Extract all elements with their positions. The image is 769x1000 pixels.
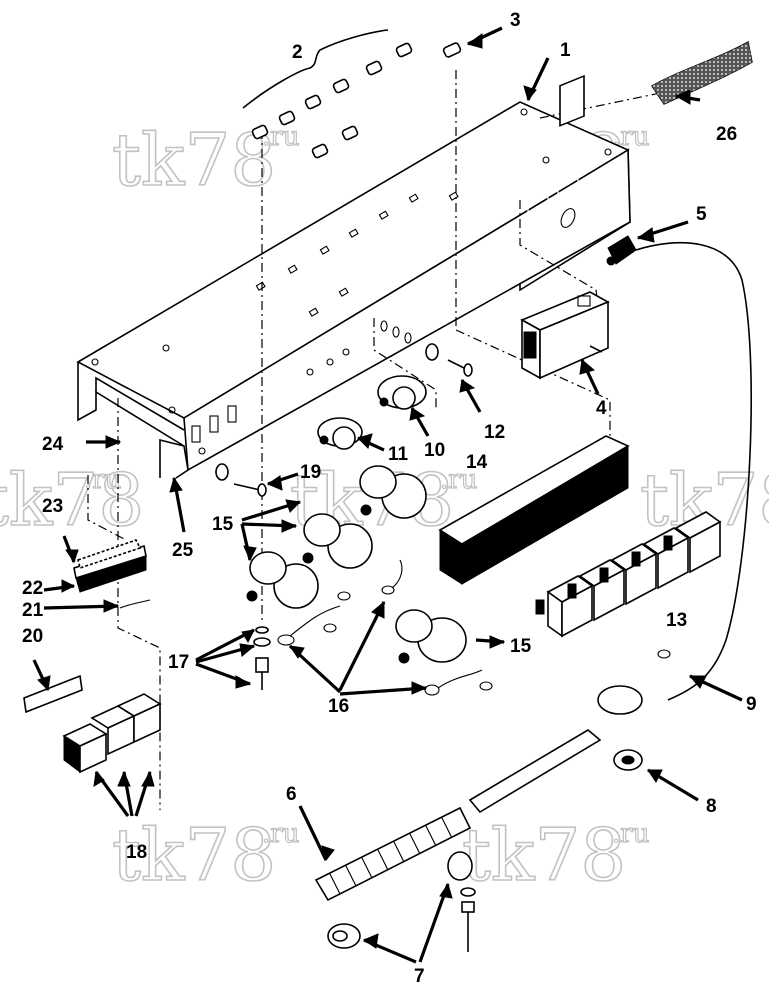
arrow-heads (37, 33, 707, 949)
watermark-text: tk78 (462, 813, 626, 897)
front-slot (227, 405, 237, 423)
watermark-suffix: .ru (262, 819, 299, 849)
panel-inner-edge (95, 376, 185, 431)
bushing-11 (317, 417, 363, 450)
callout-5: 5 (696, 204, 707, 225)
callout-1: 1 (560, 40, 571, 61)
callout-24: 24 (42, 434, 64, 455)
loom-26 (651, 40, 753, 105)
switch-group-18 (62, 693, 162, 774)
callout-11: 11 (388, 444, 409, 465)
hole (604, 148, 612, 156)
callout-21: 21 (22, 600, 44, 621)
front-slot (209, 415, 219, 433)
callout-16: 16 (328, 696, 349, 717)
callout-12: 12 (484, 422, 505, 443)
callout-17: 17 (168, 652, 189, 673)
callout-13: 13 (666, 610, 687, 631)
hole (542, 156, 550, 164)
solenoid (302, 513, 373, 569)
callout-8: 8 (706, 796, 717, 817)
watermark-text: tk78 (0, 458, 144, 542)
watermark-text: tk78 (112, 118, 276, 202)
cable (635, 241, 753, 701)
panel-left-flange (77, 362, 185, 447)
clip-9 (657, 649, 671, 659)
hole (306, 368, 314, 376)
nut-group (242, 29, 413, 159)
wire-loop (597, 685, 643, 715)
callout-15: 15 (212, 514, 234, 535)
solenoid (246, 551, 319, 609)
hole (326, 358, 334, 366)
callout-6: 6 (286, 784, 297, 805)
callout-19: 19 (300, 462, 321, 483)
bracket-20 (23, 674, 83, 714)
callout-25: 25 (172, 540, 194, 561)
spring-conduit-6 (314, 806, 472, 902)
clamp-7 (447, 851, 476, 952)
relay-row-13 (535, 511, 722, 638)
callout-7: 7 (414, 966, 425, 987)
callout-labels: 1 2 3 4 5 6 7 8 9 10 11 12 13 14 15 15 1… (22, 10, 757, 987)
screw-12 (425, 343, 473, 377)
callout-3: 3 (510, 10, 521, 31)
rod (468, 729, 602, 814)
terminal-strip-22 (73, 539, 147, 593)
callout-15b: 15 (510, 636, 532, 657)
callout-14: 14 (466, 452, 488, 473)
connector-5 (606, 235, 637, 266)
screw-19 (215, 463, 267, 497)
hole (198, 447, 206, 455)
group-brace (242, 29, 389, 109)
callout-4: 4 (596, 398, 607, 419)
watermark-suffix: .ru (262, 122, 299, 152)
clamp-7b (327, 923, 361, 949)
nut-3 (442, 42, 462, 58)
small-washers (380, 320, 412, 344)
bushing-10 (377, 375, 427, 410)
callout-22: 22 (22, 578, 43, 599)
callout-20: 20 (22, 626, 43, 647)
watermark-text: tk78 (112, 813, 276, 897)
hole (520, 108, 528, 116)
clip-21 (119, 599, 151, 609)
callout-9: 9 (746, 694, 757, 715)
watermark-suffix: .ru (84, 465, 121, 495)
watermark-suffix: .ru (440, 465, 477, 495)
panel-left-foot (159, 438, 189, 479)
callout-23: 23 (42, 496, 63, 517)
watermark-suffix: .ru (612, 819, 649, 849)
solenoid (395, 609, 467, 664)
relay-block-14 (438, 153, 630, 585)
front-slot (191, 425, 201, 443)
wire-leads-16 (277, 559, 493, 696)
end-slot (560, 208, 576, 228)
hole (342, 348, 350, 356)
fastener-stack-17 (253, 626, 271, 690)
hole (162, 344, 170, 352)
callout-26: 26 (716, 124, 737, 145)
callout-2: 2 (292, 42, 303, 63)
callout-10: 10 (424, 440, 445, 461)
callout-18: 18 (126, 842, 147, 863)
hole (168, 406, 176, 414)
solenoid (359, 465, 427, 519)
switch-4 (520, 74, 610, 380)
clamp-8 (613, 749, 643, 771)
hole (91, 358, 99, 366)
